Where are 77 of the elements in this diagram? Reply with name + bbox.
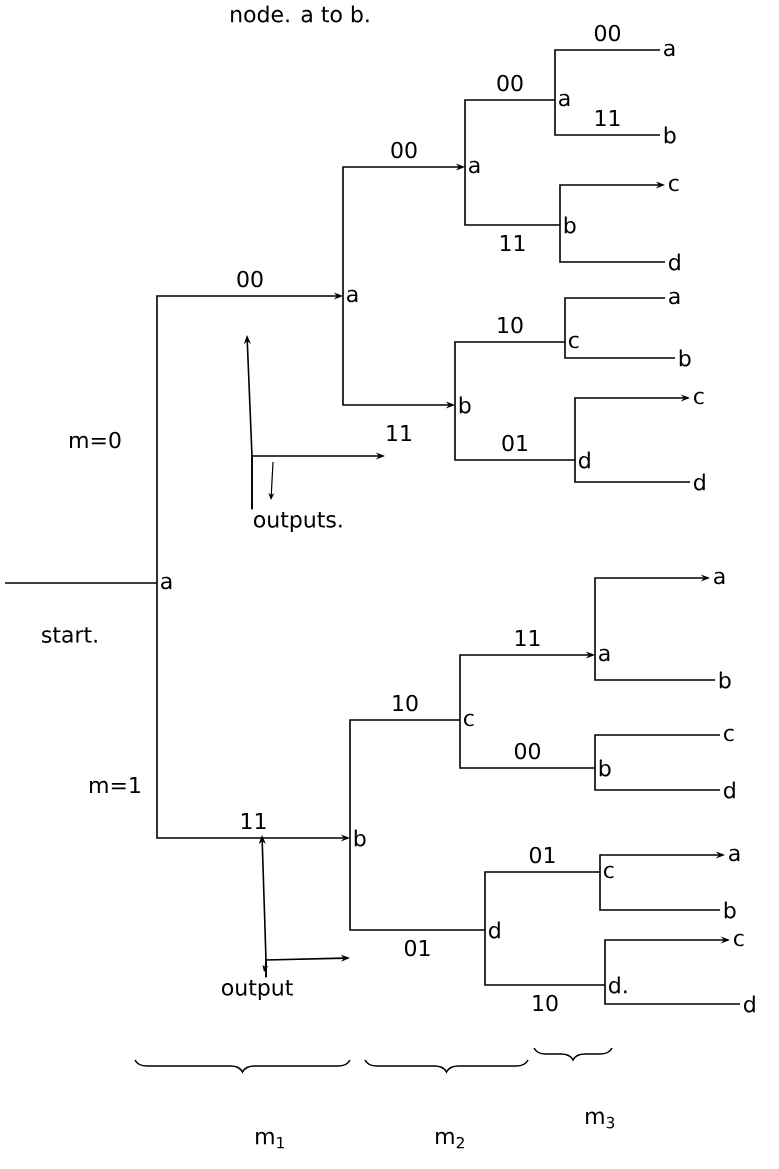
state-letter: a	[714, 571, 725, 585]
state-letter: c	[569, 335, 579, 349]
edge-label: 10	[390, 693, 420, 713]
state-letter: b	[724, 901, 736, 919]
brace-label: m$_{2}$	[436, 1131, 464, 1149]
state-letter: b	[719, 671, 731, 689]
state-letter: d	[694, 473, 705, 491]
state-letter: d	[669, 253, 680, 271]
annotation-text: m=0	[70, 431, 121, 449]
state-letter: c	[724, 728, 734, 742]
branch-line	[464, 166, 561, 226]
edge-label: 10	[530, 993, 560, 1013]
state-letter: a	[347, 289, 358, 303]
state-letter: b	[679, 349, 691, 367]
edge-label: 01	[500, 433, 530, 453]
edge-label: 11	[512, 629, 543, 647]
branch-line	[459, 719, 596, 769]
state-letter: b	[599, 759, 611, 777]
edge-label: 11	[384, 424, 414, 442]
edge-label: 01	[527, 845, 558, 865]
brace-label: m$_{3}$	[586, 1111, 615, 1129]
branch-line	[454, 341, 566, 406]
state-letter: a	[664, 43, 675, 57]
branch-line	[349, 719, 461, 839]
state-letter: d	[489, 921, 500, 939]
note-text: node. a to b.	[231, 5, 369, 23]
state-letter: c	[604, 865, 614, 879]
branch-line	[554, 99, 661, 136]
state-letter: d	[724, 781, 735, 799]
branch-line	[464, 99, 556, 168]
state-letter: a	[669, 291, 680, 305]
branch-line	[349, 837, 486, 931]
state-letter: b	[459, 396, 471, 414]
branch-line	[574, 459, 691, 483]
edge-label: 10	[495, 315, 525, 335]
edge-label: 11	[238, 812, 269, 831]
branch-line	[564, 341, 676, 359]
brace-label: m$_{1}$	[256, 1131, 284, 1149]
state-letter: c	[669, 178, 679, 192]
edge-label: 00	[592, 23, 623, 43]
branch-line	[559, 224, 666, 263]
branch-line	[599, 871, 721, 911]
state-letter: c	[734, 933, 744, 947]
state-letter: b	[664, 126, 676, 144]
edge-label: 00	[512, 741, 543, 761]
annotation-text: outputs.	[254, 512, 342, 532]
branch-line	[564, 297, 666, 343]
state-letter: a	[599, 648, 610, 662]
state-letter: b	[564, 216, 576, 234]
branch-line	[484, 871, 601, 931]
state-letter: a	[469, 160, 480, 174]
state-letter: d.	[609, 976, 627, 994]
branch-line	[594, 767, 721, 791]
state-letter: d	[579, 451, 590, 469]
branch-line	[554, 49, 661, 101]
branch-line	[594, 734, 721, 769]
state-letter: b	[354, 829, 366, 847]
branch-line	[484, 929, 606, 986]
annotation-text: output	[222, 980, 293, 1001]
annotation-text: m=1	[90, 777, 140, 794]
state-letter: d	[744, 995, 755, 1013]
annotation-text: start.	[42, 627, 97, 643]
branch-line	[604, 984, 741, 1005]
edge-label: 00	[495, 73, 525, 93]
edge-label: 01	[402, 938, 433, 958]
state-letter: a	[161, 576, 172, 590]
edge-label: 00	[389, 140, 419, 160]
branch-line	[454, 404, 576, 461]
state-letter: c	[464, 713, 474, 727]
state-letter: a	[729, 848, 740, 862]
branch-line	[4, 582, 158, 584]
edge-label: 00	[235, 269, 265, 289]
branch-line	[594, 654, 716, 681]
state-letter: a	[559, 93, 570, 107]
edge-label: 11	[592, 109, 623, 127]
edge-label: 11	[497, 234, 528, 252]
state-letter: c	[694, 391, 704, 405]
